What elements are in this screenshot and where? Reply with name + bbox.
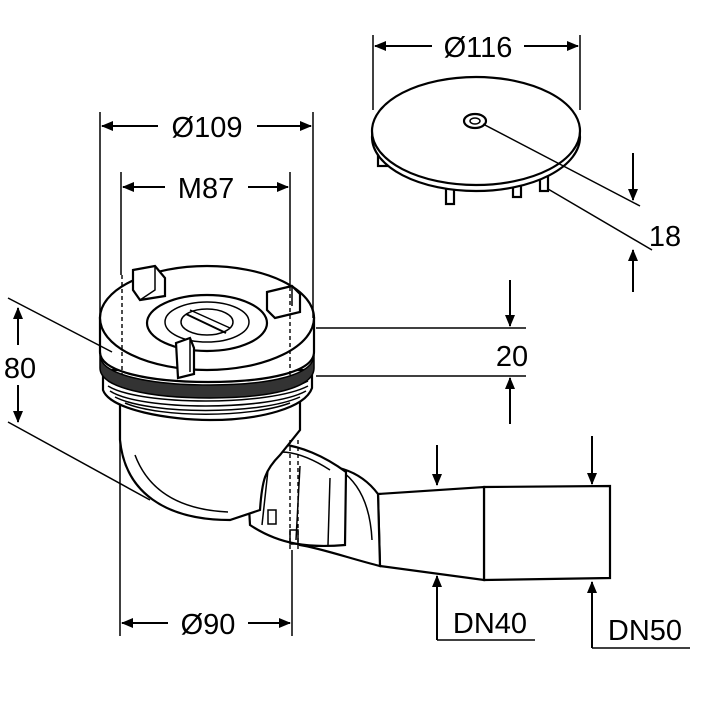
- dimension-cover-diameter: Ø116: [372, 32, 581, 110]
- flange-height-label: 20: [496, 341, 528, 373]
- dimension-height-total: 80: [4, 297, 151, 501]
- hidden-lines: [121, 275, 299, 550]
- dimension-body-diameter: Ø90: [119, 440, 293, 641]
- dimension-flange-height: 20: [316, 280, 528, 424]
- cover-height-label: 18: [649, 221, 681, 253]
- cover-diameter-label: Ø116: [444, 32, 513, 64]
- outlet-small-label: DN40: [453, 608, 527, 640]
- dimension-outlet-large: DN50: [587, 436, 690, 649]
- body-diameter-label: Ø90: [181, 609, 236, 641]
- dimension-flange-diameter: Ø109: [99, 112, 314, 318]
- thread-label: M87: [178, 173, 234, 205]
- height-total-label: 80: [4, 353, 36, 385]
- dimension-outlet-small: DN40: [432, 445, 535, 641]
- dimension-cover-height: 18: [482, 123, 681, 292]
- drain-body: [98, 264, 612, 582]
- cover-plate: [370, 75, 582, 206]
- dimension-thread: M87: [120, 172, 291, 280]
- flange-diameter-label: Ø109: [172, 112, 243, 144]
- outlet-large-label: DN50: [608, 615, 682, 647]
